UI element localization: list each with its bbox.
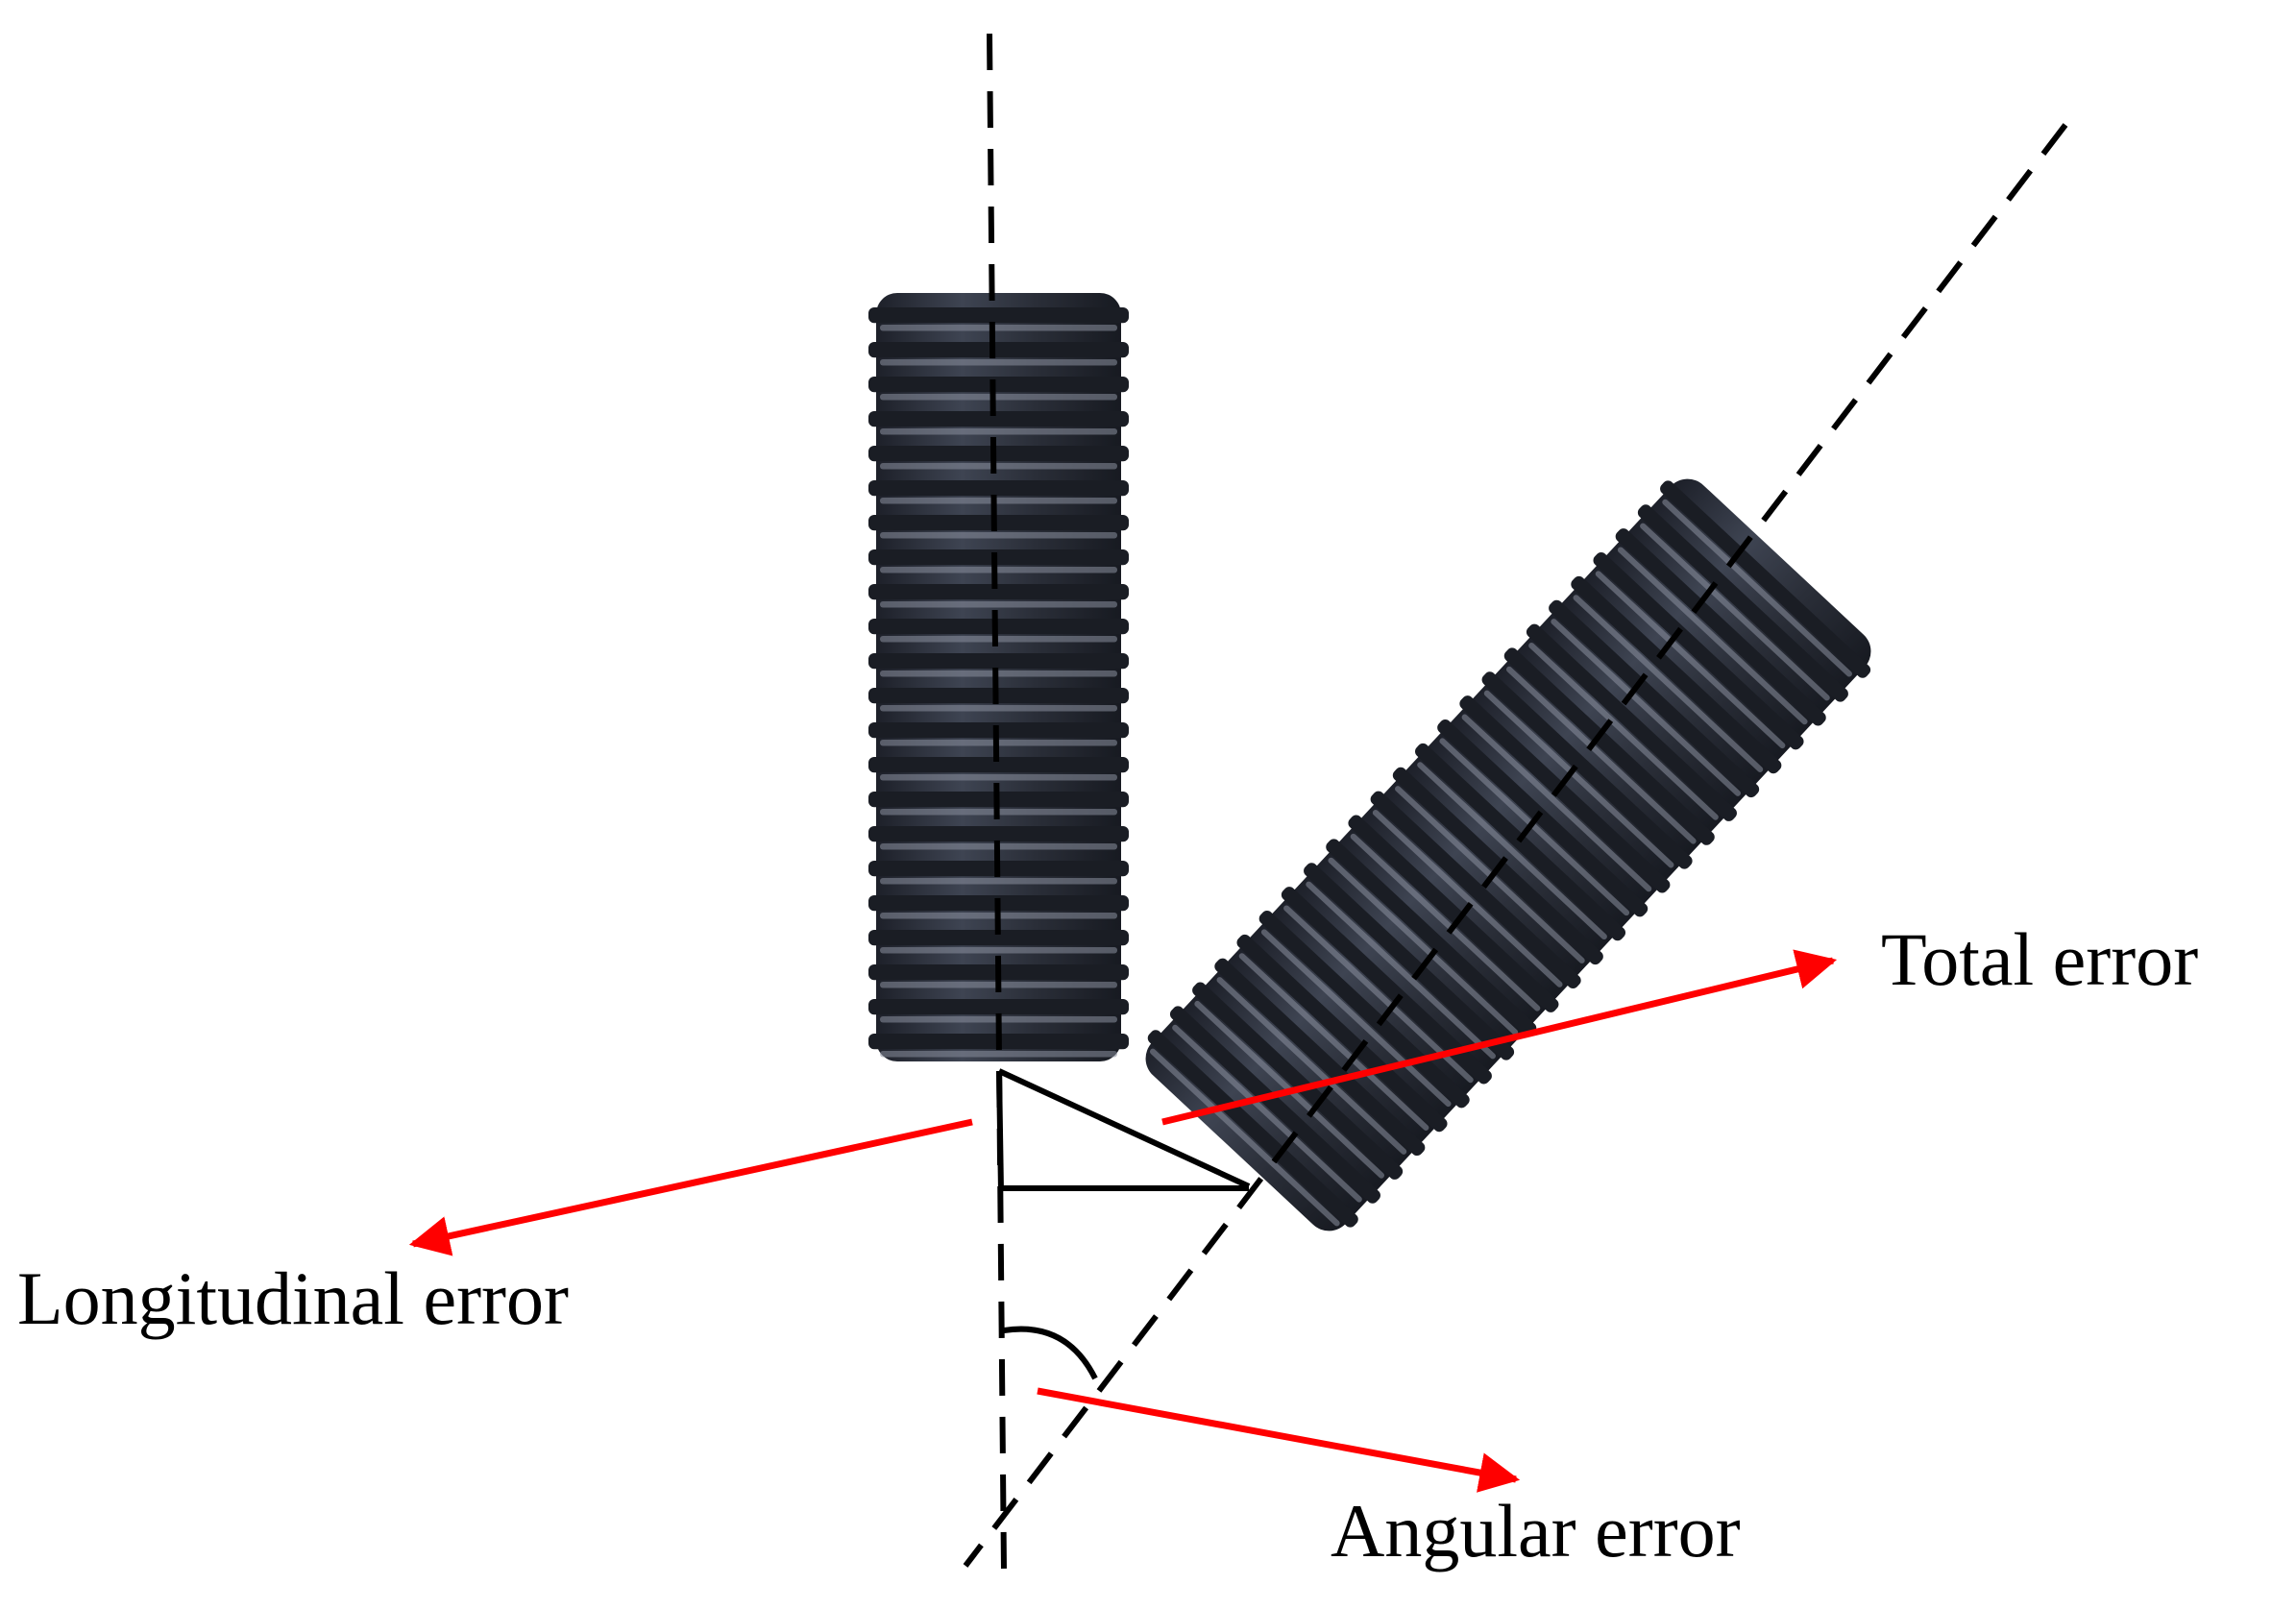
total-error-arrow bbox=[1161, 949, 1838, 1126]
implant-thread-highlight bbox=[1505, 666, 1697, 844]
implant-thread-highlight bbox=[1417, 762, 1607, 940]
implant-thread-highlight bbox=[1528, 642, 1719, 820]
implant-thread bbox=[1660, 480, 1871, 678]
implant-thread-highlight bbox=[880, 878, 1117, 885]
implant-thread-highlight bbox=[880, 532, 1117, 539]
implant-thread-highlight bbox=[1328, 857, 1519, 1036]
implant-thread-highlight bbox=[1595, 571, 1786, 749]
implant-thread-highlight bbox=[880, 601, 1117, 608]
angular-error-arrow bbox=[1037, 1387, 1521, 1493]
implant-thread-highlight bbox=[1461, 714, 1652, 892]
implant-thread bbox=[868, 619, 1129, 635]
implant-thread bbox=[868, 307, 1129, 324]
implant-thread bbox=[868, 411, 1129, 427]
implant-thread-highlight bbox=[880, 394, 1117, 401]
implant-thread bbox=[1437, 719, 1649, 917]
placed-axis-line bbox=[963, 123, 2068, 1568]
implant-thread-highlight bbox=[1350, 833, 1541, 1012]
implant-thread-highlight bbox=[880, 774, 1117, 781]
implant-thread bbox=[868, 377, 1129, 393]
implant-thread bbox=[1236, 934, 1448, 1133]
implant-thread-highlight bbox=[880, 463, 1117, 470]
implant-thread bbox=[868, 653, 1129, 670]
implant-thread bbox=[868, 757, 1129, 773]
implant-thread bbox=[1147, 1030, 1358, 1228]
implant-thread-highlight bbox=[1149, 1048, 1340, 1227]
placed-implant bbox=[1145, 478, 1871, 1231]
implant-thread bbox=[1304, 863, 1515, 1060]
implant-thread bbox=[1281, 887, 1492, 1085]
implant-thread-highlight bbox=[1172, 1024, 1362, 1203]
implant-thread bbox=[1459, 695, 1671, 893]
implant-thread bbox=[868, 930, 1129, 946]
implant-thread-highlight bbox=[880, 428, 1117, 435]
implant-thread bbox=[1348, 815, 1559, 1012]
planned-implant bbox=[868, 293, 1129, 1061]
implant-thread bbox=[1593, 551, 1804, 750]
implant-thread-highlight bbox=[1439, 738, 1630, 916]
implant-thread bbox=[868, 342, 1129, 358]
angle-arc bbox=[1003, 1326, 1098, 1380]
implant-thread-highlight bbox=[880, 636, 1117, 643]
implant-thread-highlight bbox=[1640, 523, 1830, 701]
implant-thread-highlight bbox=[1306, 881, 1496, 1060]
implant-thread bbox=[868, 826, 1129, 842]
implant-thread-highlight bbox=[1216, 977, 1407, 1155]
implant-thread bbox=[868, 515, 1129, 531]
implant-thread bbox=[1481, 671, 1693, 869]
implant-thread-highlight bbox=[1283, 905, 1474, 1084]
implant-thread bbox=[1326, 839, 1537, 1036]
longitudinal-error-arrow bbox=[408, 1118, 973, 1256]
implant-thread-highlight bbox=[1617, 547, 1808, 725]
implant-thread bbox=[1549, 599, 1760, 798]
implant-thread-highlight bbox=[1551, 619, 1742, 796]
implant-thread-highlight bbox=[880, 1051, 1117, 1058]
longitudinal-error-label: Longitudinal error bbox=[17, 1256, 569, 1340]
implant-thread bbox=[1370, 791, 1581, 988]
implant-thread-highlight bbox=[880, 325, 1117, 331]
implant-thread bbox=[868, 999, 1129, 1015]
implant-thread bbox=[1637, 504, 1848, 702]
implant-thread-highlight bbox=[880, 705, 1117, 712]
placed-implant-threads bbox=[1147, 480, 1871, 1228]
implant-thread-highlight bbox=[1483, 690, 1674, 868]
angular-error-label: Angular error bbox=[1331, 1489, 1741, 1572]
implant-thread bbox=[1503, 647, 1715, 845]
implant-thread-highlight bbox=[880, 359, 1117, 366]
implant-thread-highlight bbox=[1238, 953, 1429, 1131]
implant-thread-highlight bbox=[1662, 499, 1852, 677]
implant-thread bbox=[868, 480, 1129, 497]
implant-thread bbox=[868, 688, 1129, 704]
implant-thread-highlight bbox=[1372, 810, 1563, 987]
total-error-label: Total error bbox=[1881, 917, 2198, 1001]
error-triangle bbox=[996, 1068, 1251, 1192]
implant-thread bbox=[1526, 623, 1737, 821]
implant-thread bbox=[1571, 575, 1782, 774]
implant-thread bbox=[1169, 1006, 1380, 1204]
implant-thread bbox=[868, 446, 1129, 462]
planned-axis-line bbox=[987, 33, 1007, 1572]
implant-thread-highlight bbox=[880, 947, 1117, 954]
implant-thread-highlight bbox=[880, 498, 1117, 504]
implant-thread bbox=[1214, 958, 1426, 1157]
implant-thread-highlight bbox=[880, 567, 1117, 573]
implant-thread-highlight bbox=[880, 670, 1117, 677]
implant-thread-highlight bbox=[1573, 595, 1764, 772]
implant-thread bbox=[868, 584, 1129, 600]
implant-thread bbox=[1615, 528, 1826, 726]
implant-thread bbox=[1192, 982, 1404, 1180]
implant-thread bbox=[868, 549, 1129, 566]
